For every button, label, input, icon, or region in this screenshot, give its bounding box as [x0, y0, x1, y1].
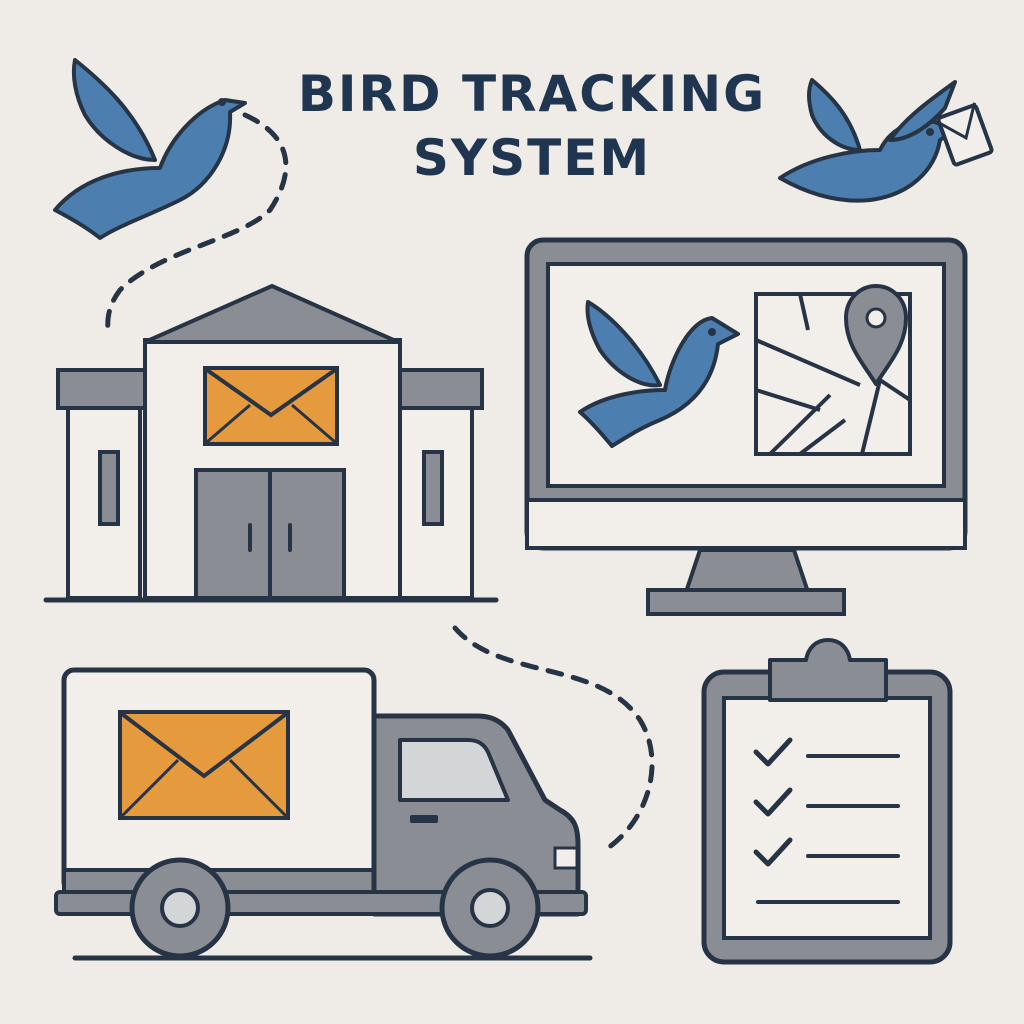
delivery-truck-icon [54, 667, 593, 961]
bird-icon [578, 300, 740, 448]
checkmark-icon [753, 737, 793, 767]
map-pin-icon [844, 284, 908, 386]
title-line-2: SYSTEM [412, 129, 652, 187]
bird-icon [53, 58, 247, 240]
envelope-icon [203, 366, 339, 446]
envelope-icon [118, 710, 290, 820]
truck-wheel-front [439, 857, 541, 959]
checklist-item [753, 787, 900, 817]
post-office-icon [43, 284, 499, 603]
envelope-icon [936, 102, 994, 167]
bird-with-letter-icon [778, 78, 994, 203]
checklist-item [753, 837, 900, 867]
truck-wheel-rear [129, 857, 231, 959]
monitor-icon [524, 237, 968, 616]
dashed-path-office-to-clipboard [452, 625, 655, 853]
title-line-1: BIRD TRACKING [297, 65, 767, 123]
diagram-title: BIRD TRACKING SYSTEM [262, 62, 802, 190]
clipboard-checklist-icon [701, 638, 953, 965]
checkmark-icon [753, 787, 793, 817]
dashed-path-bird-to-office [105, 112, 289, 338]
checkmark-icon [753, 837, 793, 867]
map-icon [754, 284, 912, 456]
checklist-item [753, 737, 900, 767]
